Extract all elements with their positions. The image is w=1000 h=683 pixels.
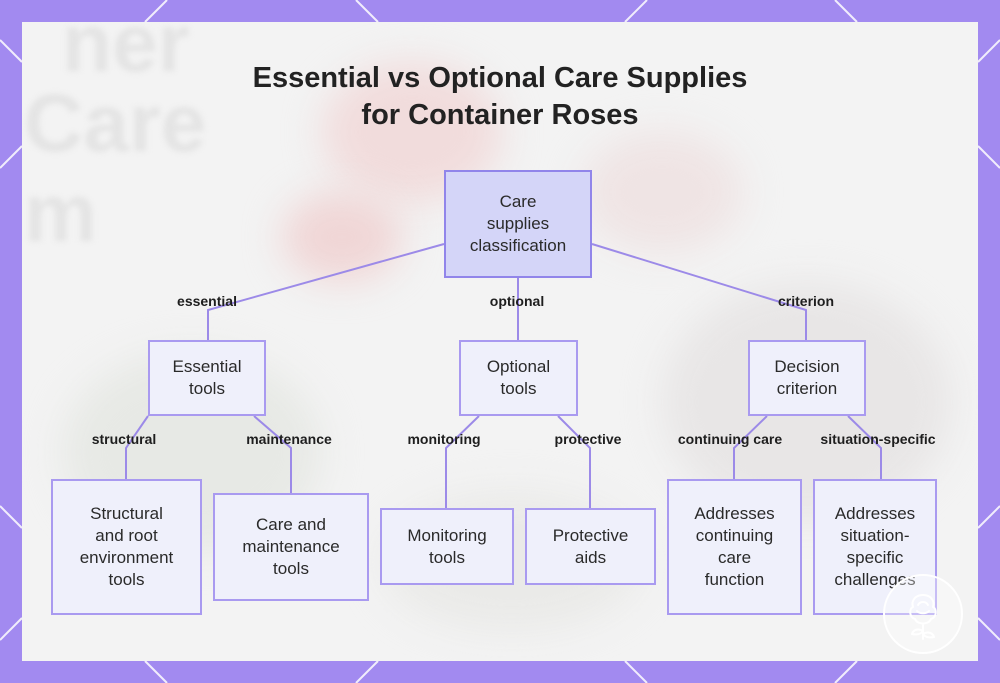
rose-icon bbox=[883, 574, 963, 654]
node-text: tools bbox=[189, 379, 225, 398]
node-text: classification bbox=[469, 236, 567, 255]
node-text: Structural bbox=[90, 504, 163, 523]
node-text: specific bbox=[846, 548, 904, 567]
connector-essential bbox=[207, 243, 445, 340]
edge-label-protective: protective bbox=[554, 431, 622, 447]
connector-continuing bbox=[733, 415, 768, 479]
connector-monitoring bbox=[445, 415, 480, 508]
edge-label-essential: essential bbox=[177, 293, 237, 309]
node-continuing-care-function: Addresses continuing care function bbox=[667, 479, 802, 615]
node-essential-tools: Essential tools bbox=[148, 340, 266, 416]
diagram-title: Essential vs Optional Care Supplies for … bbox=[0, 60, 1000, 134]
edge-label-criterion: criterion bbox=[777, 293, 835, 309]
node-text: environment bbox=[79, 548, 174, 567]
node-text: Protective bbox=[552, 525, 629, 545]
node-text: aids bbox=[574, 547, 607, 567]
edge-label-situation-specific: situation-specific bbox=[820, 431, 936, 447]
node-optional-tools: Optional tools bbox=[459, 340, 578, 416]
node-text: Addresses bbox=[694, 504, 775, 523]
node-monitoring-tools: Monitoring tools bbox=[380, 508, 514, 585]
title-line-1: Essential vs Optional Care Supplies bbox=[252, 62, 748, 94]
connector-maintenance bbox=[253, 415, 292, 493]
node-text: Decision bbox=[774, 357, 840, 376]
node-text: situation- bbox=[840, 526, 910, 545]
node-text: tools bbox=[500, 379, 537, 398]
edge-label-monitoring: monitoring bbox=[407, 431, 481, 447]
node-text: tools bbox=[429, 547, 465, 567]
edge-label-maintenance: maintenance bbox=[246, 431, 332, 447]
node-text: Care and bbox=[256, 515, 326, 534]
node-text: challenges bbox=[834, 570, 916, 589]
node-text: Care bbox=[499, 192, 537, 211]
node-text: and root bbox=[95, 526, 158, 545]
node-text: supplies bbox=[486, 214, 550, 233]
background-blur bbox=[582, 132, 742, 252]
background-ghost-text: ner bbox=[62, 22, 190, 89]
background-ghost-text: Care bbox=[24, 78, 207, 169]
node-decision-criterion: Decision criterion bbox=[748, 340, 866, 416]
background-blur bbox=[282, 192, 402, 282]
node-text: Monitoring bbox=[407, 525, 487, 545]
node-situation-specific-challenges: Addresses situation- specific challenges bbox=[813, 479, 937, 615]
node-text: Optional bbox=[486, 357, 551, 376]
node-text: Addresses bbox=[834, 504, 916, 523]
connector-criterion bbox=[591, 243, 807, 340]
node-text: care bbox=[717, 548, 752, 567]
node-text: Essential bbox=[172, 357, 242, 376]
node-structural-root-tools: Structural and root environment tools bbox=[51, 479, 202, 615]
background-ghost-text: m bbox=[24, 168, 97, 259]
node-care-maintenance-tools: Care and maintenance tools bbox=[213, 493, 369, 601]
edge-label-structural: structural bbox=[91, 431, 157, 447]
edge-label-continuing-care: continuing care bbox=[677, 431, 783, 447]
connector-structural bbox=[125, 415, 149, 479]
node-root-classification: Care supplies classification bbox=[444, 170, 592, 278]
node-text: maintenance bbox=[242, 537, 340, 556]
connector-situation bbox=[847, 415, 882, 479]
node-text: continuing bbox=[695, 526, 774, 545]
connector-protective bbox=[557, 415, 591, 508]
node-text: function bbox=[704, 570, 765, 589]
node-text: tools bbox=[108, 570, 145, 589]
node-text: tools bbox=[273, 559, 309, 578]
title-line-2: for Container Roses bbox=[361, 99, 639, 131]
node-protective-aids: Protective aids bbox=[525, 508, 656, 585]
edge-label-optional: optional bbox=[489, 293, 545, 309]
node-text: criterion bbox=[776, 379, 838, 398]
